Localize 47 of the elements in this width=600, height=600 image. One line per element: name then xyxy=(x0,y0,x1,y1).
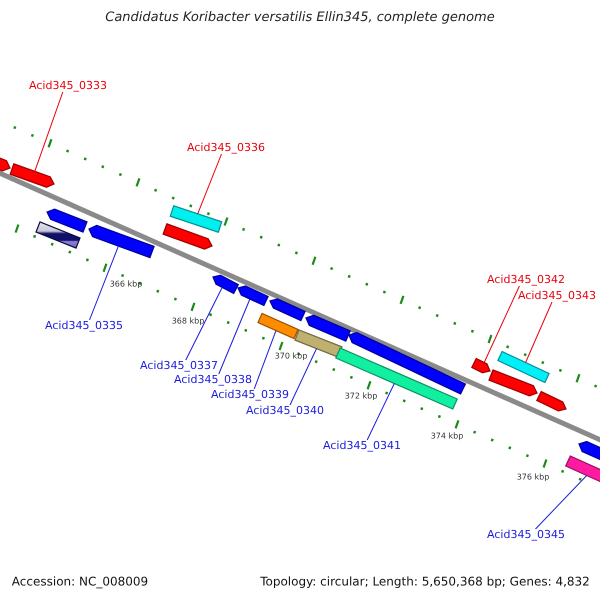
gene-feature xyxy=(335,347,458,410)
gene-feature xyxy=(497,350,550,384)
gene-label: Acid345_0338 xyxy=(174,374,252,386)
accession-text: Accession: NC_008009 xyxy=(12,575,148,589)
gene-feature xyxy=(257,312,299,340)
gene-feature xyxy=(237,285,269,306)
title: Candidatus Koribacter versatilis Ellin345, complete genome xyxy=(105,10,495,26)
gene-label: Acid345_0343 xyxy=(518,290,596,302)
gene-label: Acid345_0342 xyxy=(487,274,565,286)
gene-feature xyxy=(212,274,240,294)
gene-feature xyxy=(269,298,306,322)
scale-label: 368 kbp xyxy=(172,318,204,326)
leader-line xyxy=(218,298,250,374)
leader-line xyxy=(484,286,520,363)
gene-label: Acid345_0341 xyxy=(323,440,401,452)
leader-line xyxy=(525,302,552,363)
leader-line xyxy=(290,348,317,406)
leader-line xyxy=(254,330,276,390)
leader-line xyxy=(535,475,588,530)
gene-feature xyxy=(46,208,88,233)
scale-label: 372 kbp xyxy=(344,392,378,402)
leader-line xyxy=(366,383,395,440)
gene-label: Acid345_0339 xyxy=(211,388,289,402)
gene-feature xyxy=(88,224,155,258)
gene-label: Acid345_0337 xyxy=(140,360,218,372)
leader-line xyxy=(197,154,222,214)
gene-feature xyxy=(471,358,491,374)
genome-summary-text: Topology: circular; Length: 5,650,368 bp; Genes: 4,832 xyxy=(260,575,590,589)
gene-label: Acid345_0345 xyxy=(487,528,565,542)
scale-label: 376 kbp xyxy=(516,474,550,482)
gene-feature xyxy=(488,369,538,397)
gene-label: Acid345_0335 xyxy=(45,320,123,332)
gene-feature xyxy=(162,223,213,250)
gene-feature xyxy=(536,390,567,412)
leader-line xyxy=(185,286,223,360)
leader-line xyxy=(34,92,64,172)
gene-label: Acid345_0336 xyxy=(187,142,265,154)
gene-label: Acid345_0340 xyxy=(246,404,324,418)
scale-label: 366 kbp xyxy=(110,280,142,290)
gene-label: Acid345_0333 xyxy=(29,80,107,92)
scale-label: 374 kbp xyxy=(430,432,464,442)
scale-label: 370 kbp xyxy=(274,352,308,362)
leader-line xyxy=(89,246,119,320)
gene-feature xyxy=(305,314,351,342)
gene-feature xyxy=(35,221,81,249)
gene-feature xyxy=(9,163,55,188)
gene-feature xyxy=(170,205,222,233)
